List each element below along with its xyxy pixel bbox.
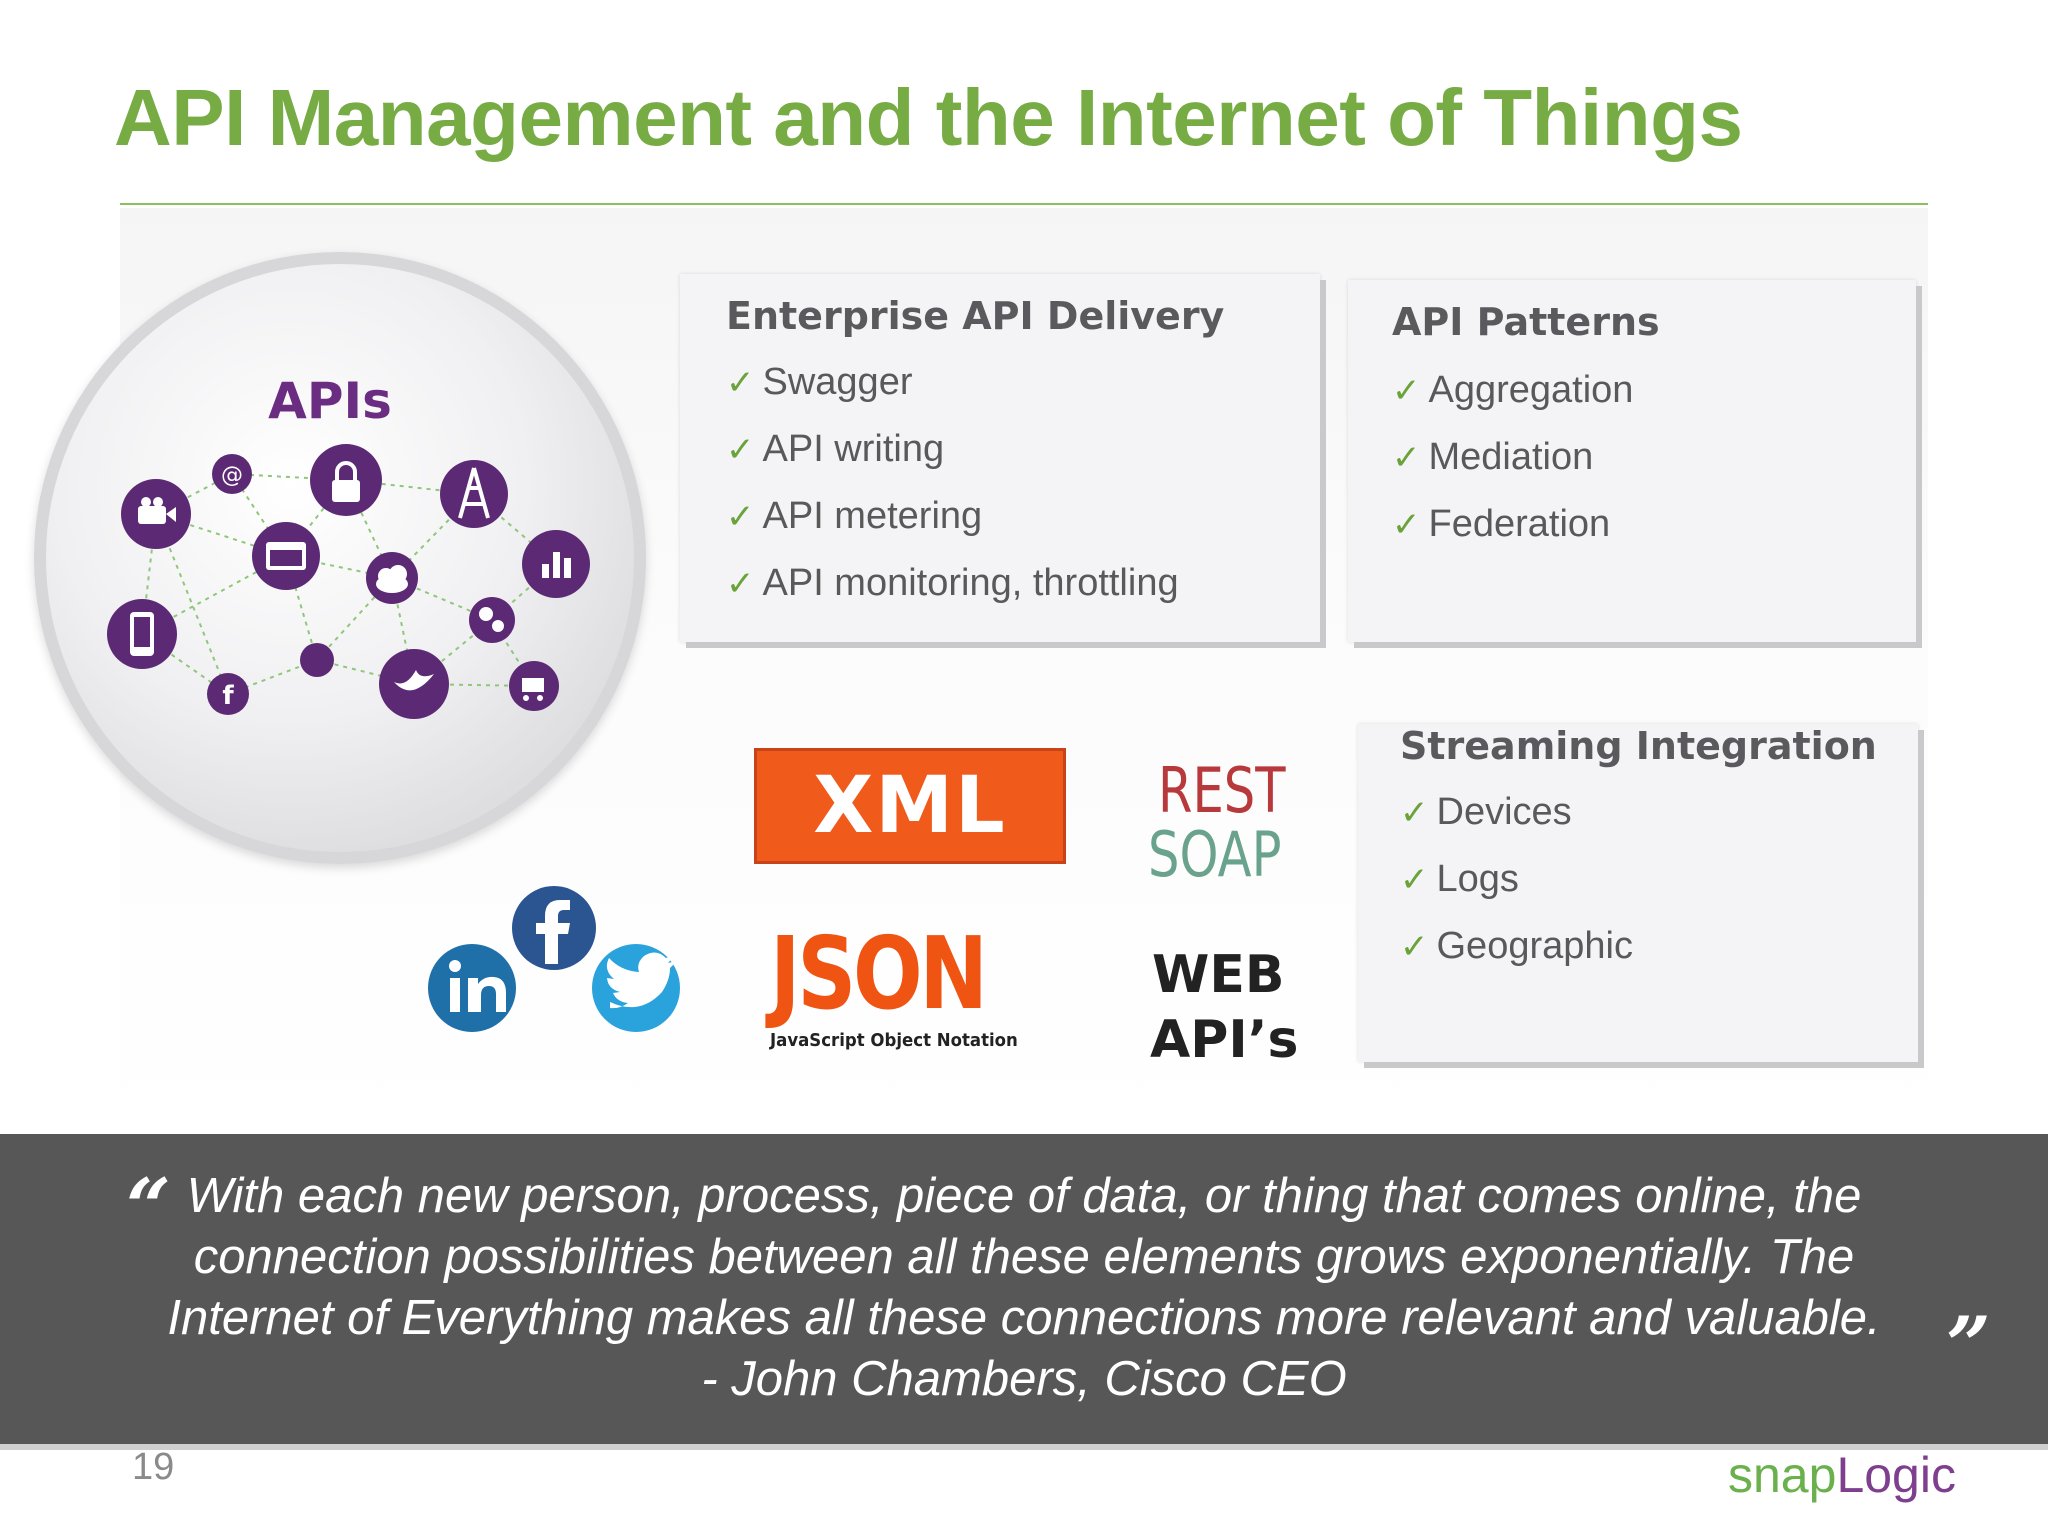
api-patterns-box: API Patterns ✓Aggregation ✓Mediation ✓Fe… xyxy=(1348,280,1916,642)
api-globe: APIs @ f xyxy=(34,252,646,864)
enterprise-api-delivery-box: Enterprise API Delivery ✓Swagger ✓API wr… xyxy=(680,274,1320,642)
streaming-integration-box: Streaming Integration ✓Devices ✓Logs ✓Ge… xyxy=(1358,724,1918,1062)
list-item: ✓Logs xyxy=(1400,858,1519,900)
apis-label: APIs xyxy=(268,372,392,430)
soap-label: SOAP xyxy=(1148,818,1282,891)
checkmark-icon: ✓ xyxy=(726,363,755,403)
page-number: 19 xyxy=(132,1446,175,1488)
close-quote-mark: ” xyxy=(1946,1300,1991,1391)
list-item: ✓Federation xyxy=(1392,503,1611,545)
checkmark-icon: ✓ xyxy=(726,497,755,537)
checkmark-icon: ✓ xyxy=(1392,505,1421,545)
list-item: ✓Mediation xyxy=(1392,436,1594,478)
checkmark-icon: ✓ xyxy=(1400,793,1429,833)
json-subtitle: JavaScript Object Notation xyxy=(770,1030,1018,1051)
quote-line: With each new person, process, piece of … xyxy=(186,1169,1862,1223)
list-item: ✓API monitoring, throttling xyxy=(726,562,1179,604)
patterns-heading: API Patterns xyxy=(1392,300,1660,344)
quote-band xyxy=(0,1134,2048,1444)
streaming-heading: Streaming Integration xyxy=(1400,724,1877,768)
open-quote-mark: “ xyxy=(126,1162,171,1253)
checkmark-icon: ✓ xyxy=(1392,438,1421,478)
enterprise-heading: Enterprise API Delivery xyxy=(726,294,1225,338)
quote-line: connection possibilities between all the… xyxy=(193,1230,1855,1284)
social-icons xyxy=(428,886,680,1032)
quote-attribution: - John Chambers, Cisco CEO xyxy=(701,1352,1347,1406)
rest-label: REST xyxy=(1158,754,1286,827)
svg-text:f: f xyxy=(222,681,234,711)
facebook-icon xyxy=(207,673,249,715)
snaplogic-logo: snapLogic xyxy=(1728,1447,1956,1503)
patterns-list: ✓Aggregation ✓Mediation ✓Federation xyxy=(1392,368,1633,569)
quote-line: Internet of Everything makes all these c… xyxy=(167,1291,1881,1345)
checkmark-icon: ✓ xyxy=(726,564,755,604)
title-divider xyxy=(120,203,1928,205)
quote-text: With each new person, process, piece of … xyxy=(0,1166,2048,1410)
twitter-icon xyxy=(592,944,680,1032)
enterprise-list: ✓Swagger ✓API writing ✓API metering ✓API… xyxy=(726,360,1179,628)
json-logo: JSON xyxy=(770,915,988,1032)
list-item: ✓Swagger xyxy=(726,361,913,403)
at-sign-icon xyxy=(212,454,252,494)
storage-pill-icon xyxy=(300,643,334,677)
list-item: ✓Geographic xyxy=(1400,925,1633,967)
web-apis-label: API’s xyxy=(1150,1010,1299,1070)
checkmark-icon: ✓ xyxy=(1400,927,1429,967)
list-item: ✓API metering xyxy=(726,495,983,537)
list-item: ✓Devices xyxy=(1400,791,1572,833)
streaming-list: ✓Devices ✓Logs ✓Geographic xyxy=(1400,790,1633,991)
radio-tower-icon xyxy=(440,460,508,528)
list-item: ✓Aggregation xyxy=(1392,369,1634,411)
slide-title: API Management and the Internet of Thing… xyxy=(114,73,1743,162)
linkedin-icon xyxy=(428,944,516,1032)
footer-divider xyxy=(0,1444,2048,1450)
checkmark-icon: ✓ xyxy=(726,430,755,470)
checkmark-icon: ✓ xyxy=(1392,371,1421,411)
facebook-icon xyxy=(512,886,596,970)
gears-icon xyxy=(469,597,515,643)
api-network-graphic: APIs @ f xyxy=(107,372,590,719)
xml-logo: XML xyxy=(754,748,1066,864)
web-label: WEB xyxy=(1152,945,1285,1005)
list-item: ✓API writing xyxy=(726,428,945,470)
checkmark-icon: ✓ xyxy=(1400,860,1429,900)
svg-text:@: @ xyxy=(221,463,243,488)
